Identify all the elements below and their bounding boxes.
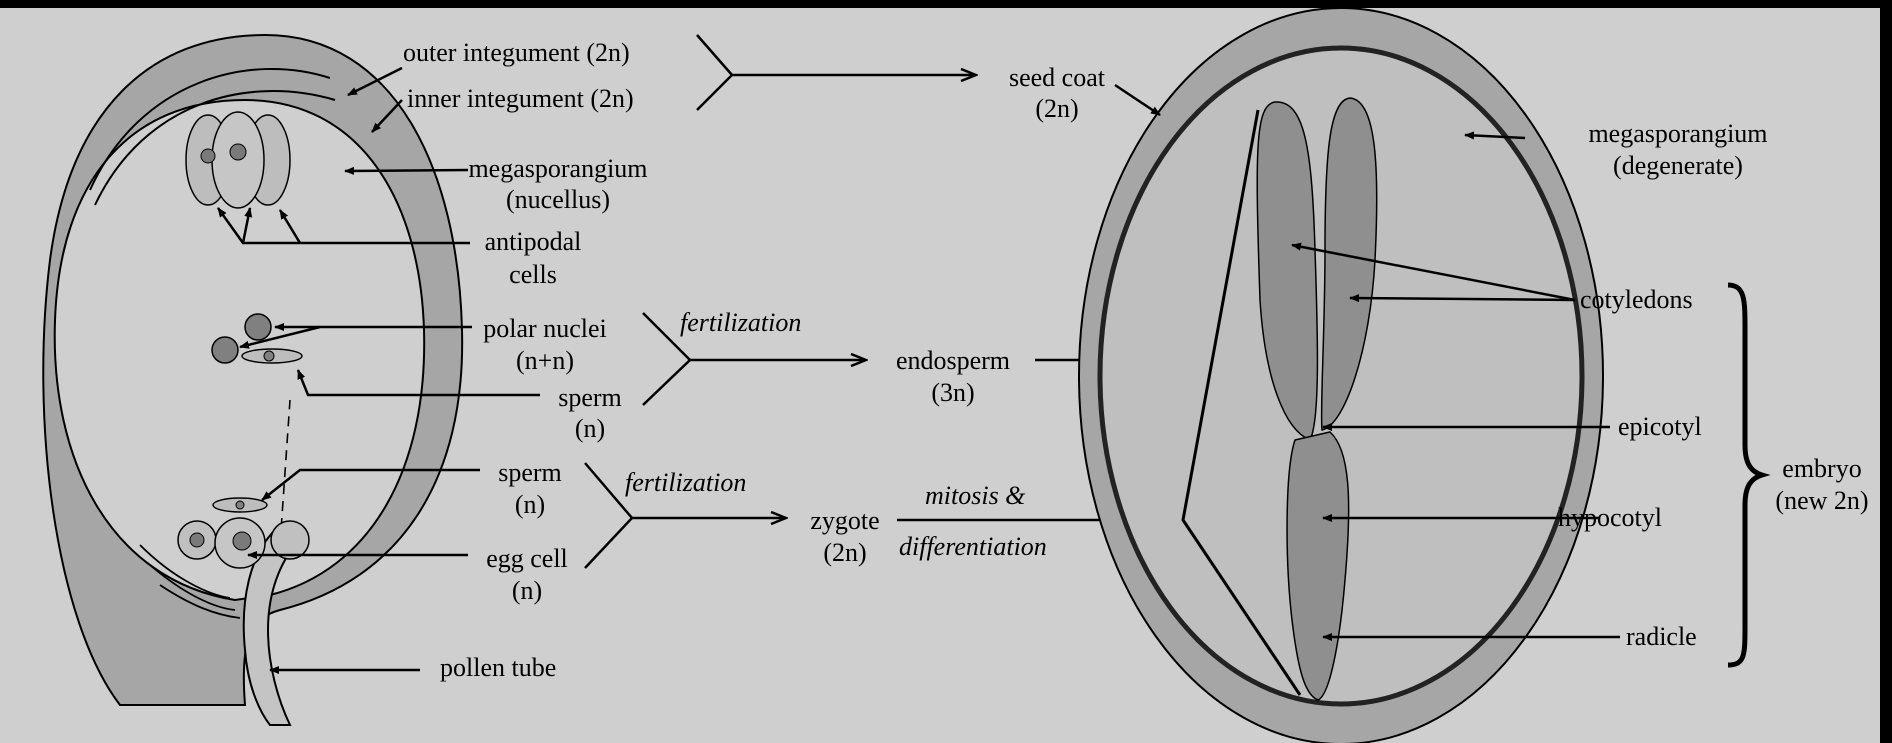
label-seed-coat: seed coat bbox=[992, 62, 1122, 93]
label-megasporangium: megasporangium bbox=[440, 153, 676, 184]
label-pollen-tube: pollen tube bbox=[440, 652, 556, 683]
label-endosperm-ploidy: (3n) bbox=[878, 377, 1028, 408]
label-zygote: zygote bbox=[795, 505, 895, 536]
label-mitosis: mitosis & bbox=[925, 480, 1025, 511]
label-epicotyl: epicotyl bbox=[1618, 411, 1702, 442]
label-nucellus: (nucellus) bbox=[440, 184, 676, 215]
label-sperm-bottom: sperm bbox=[485, 457, 575, 488]
label-polar-nuclei: polar nuclei bbox=[470, 313, 620, 344]
label-embryo: embryo bbox=[1762, 453, 1882, 484]
seed bbox=[1079, 8, 1603, 743]
label-egg-cell: egg cell bbox=[472, 543, 582, 574]
label-zygote-ploidy: (2n) bbox=[795, 537, 895, 568]
label-megasporangium-degenerate: megasporangium bbox=[1560, 118, 1796, 149]
label-radicle: radicle bbox=[1626, 621, 1697, 652]
label-antipodal: antipodal bbox=[463, 226, 603, 257]
label-cotyledons: cotyledons bbox=[1580, 284, 1693, 315]
label-egg-ploidy: (n) bbox=[472, 575, 582, 606]
label-differentiation: differentiation bbox=[899, 531, 1047, 562]
antipodal-cells bbox=[186, 112, 290, 208]
label-outer-integument: outer integument (2n) bbox=[403, 37, 630, 68]
label-sperm-bottom-ploidy: (n) bbox=[485, 489, 575, 520]
label-hypocotyl: hypocotyl bbox=[1558, 502, 1662, 533]
label-endosperm: endosperm bbox=[878, 345, 1028, 376]
label-fertilization-bottom: fertilization bbox=[625, 467, 746, 498]
label-fertilization-top: fertilization bbox=[680, 307, 801, 338]
label-degenerate: (degenerate) bbox=[1560, 150, 1796, 181]
label-inner-integument: inner integument (2n) bbox=[407, 83, 634, 114]
label-sperm-top-ploidy: (n) bbox=[545, 413, 635, 444]
label-sperm-top: sperm bbox=[545, 382, 635, 413]
label-polar-ploidy: (n+n) bbox=[470, 345, 620, 376]
label-antipodal-cells: cells bbox=[463, 259, 603, 290]
ovule bbox=[43, 35, 462, 725]
embryo-brace bbox=[1728, 285, 1762, 665]
label-embryo-ploidy: (new 2n) bbox=[1762, 485, 1882, 516]
label-seed-coat-ploidy: (2n) bbox=[992, 93, 1122, 124]
